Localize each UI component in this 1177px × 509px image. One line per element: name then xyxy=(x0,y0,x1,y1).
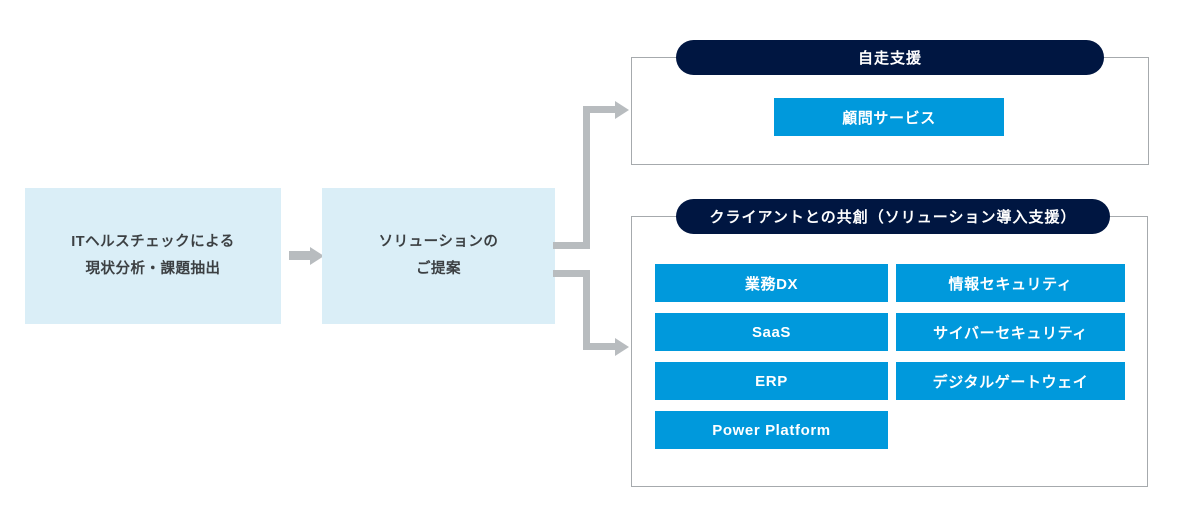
service-power-platform-label: Power Platform xyxy=(712,421,831,439)
service-digital-gateway[interactable]: デジタルゲートウェイ xyxy=(896,362,1125,400)
service-erp[interactable]: ERP xyxy=(655,362,888,400)
connector-top-arrowhead xyxy=(615,100,629,119)
service-saas-label: SaaS xyxy=(751,323,792,341)
service-gyomu-dx-label: 業務DX xyxy=(744,275,799,293)
service-komon-service-label: 顧問サービス xyxy=(842,109,936,127)
service-power-platform[interactable]: Power Platform xyxy=(655,411,888,449)
stage-solution-proposal-line1: ソリューションの xyxy=(378,234,499,251)
stage-box-solution-proposal: ソリューションの ご提案 xyxy=(322,188,555,324)
connector-top-segment-vertical xyxy=(583,106,590,249)
connector-top-segment-horizontal-lower xyxy=(553,242,590,249)
stage-box-health-check: ITヘルスチェックによる 現状分析・課題抽出 xyxy=(25,188,281,324)
connector-bottom-arrowhead xyxy=(615,337,629,356)
service-saas[interactable]: SaaS xyxy=(655,313,888,351)
service-cyber-security-label: サイバーセキュリティ xyxy=(933,324,1088,342)
service-information-security-label: 情報セキュリティ xyxy=(948,275,1073,293)
connector-top-segment-horizontal-upper xyxy=(583,106,615,113)
service-information-security[interactable]: 情報セキュリティ xyxy=(896,264,1125,302)
stage-solution-proposal-line2: ご提案 xyxy=(416,261,461,277)
connector-bottom-segment-horizontal-upper xyxy=(553,270,590,277)
panel-header-self-drive-support-label: 自走支援 xyxy=(857,50,922,67)
stage-health-check-line1: ITヘルスチェックによる xyxy=(71,234,235,251)
arrow-health-check-to-proposal xyxy=(289,251,311,260)
service-cyber-security[interactable]: サイバーセキュリティ xyxy=(896,313,1125,351)
panel-header-client-co-creation: クライアントとの共創（ソリューション導入支援） xyxy=(676,199,1110,234)
panel-header-self-drive-support: 自走支援 xyxy=(676,40,1104,75)
stage-health-check-line2: 現状分析・課題抽出 xyxy=(85,261,221,277)
service-komon-service[interactable]: 顧問サービス xyxy=(774,98,1004,136)
panel-header-client-co-creation-label: クライアントとの共創（ソリューション導入支援） xyxy=(709,209,1077,226)
service-erp-label: ERP xyxy=(755,372,788,390)
service-digital-gateway-label: デジタルゲートウェイ xyxy=(932,373,1089,391)
connector-bottom-segment-horizontal-lower xyxy=(583,343,615,350)
connector-bottom-segment-vertical xyxy=(583,270,590,350)
service-gyomu-dx[interactable]: 業務DX xyxy=(655,264,888,302)
